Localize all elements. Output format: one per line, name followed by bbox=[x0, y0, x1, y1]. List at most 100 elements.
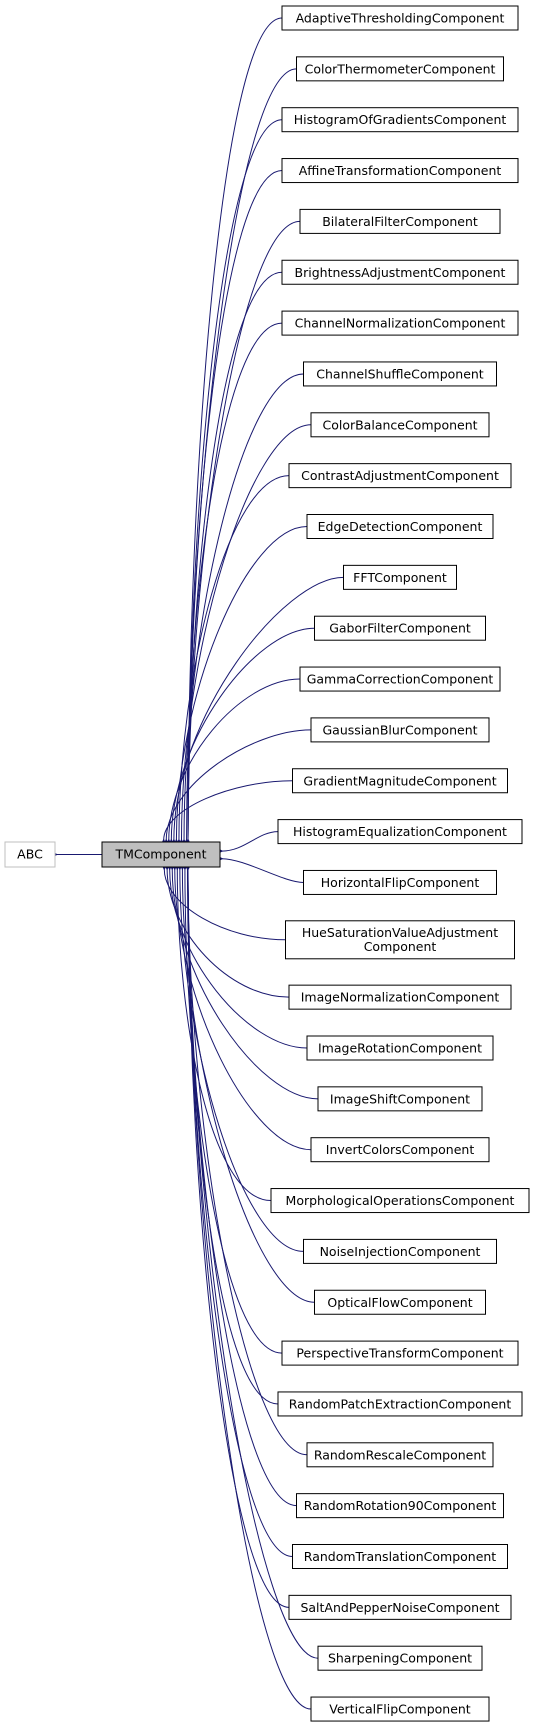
node-salt-and-pepper-noise-component[interactable]: SaltAndPepperNoiseComponent bbox=[288, 1594, 512, 1620]
node-noise-injection-component[interactable]: NoiseInjectionComponent bbox=[303, 1238, 497, 1264]
node-color-balance-component[interactable]: ColorBalanceComponent bbox=[310, 412, 490, 438]
node-horizontal-flip-component-box bbox=[303, 869, 497, 895]
edge-channel-shuffle-component-to-tmcomponent bbox=[184, 373, 304, 840]
node-gaussian-blur-component-box bbox=[310, 717, 490, 743]
node-gradient-magnitude-component-label: GradientMagnitudeComponent bbox=[303, 773, 496, 788]
node-perspective-transform-component[interactable]: PerspectiveTransformComponent bbox=[281, 1340, 519, 1366]
node-random-patch-extraction-component[interactable]: RandomPatchExtractionComponent bbox=[277, 1391, 523, 1417]
node-random-translation-component-label: RandomTranslationComponent bbox=[304, 1549, 497, 1564]
node-channel-shuffle-component[interactable]: ChannelShuffleComponent bbox=[303, 361, 497, 387]
node-color-thermometer-component-label: ColorThermometerComponent bbox=[305, 61, 496, 76]
node-morphological-operations-component-box bbox=[270, 1188, 530, 1214]
node-random-rotation90-component-box bbox=[296, 1493, 504, 1519]
node-contrast-adjustment-component-label: ContrastAdjustmentComponent bbox=[301, 468, 499, 483]
edge-perspective-transform-component-to-tmcomponent bbox=[185, 869, 283, 1354]
node-invert-colors-component[interactable]: InvertColorsComponent bbox=[310, 1137, 490, 1163]
node-image-rotation-component[interactable]: ImageRotationComponent bbox=[306, 1035, 494, 1061]
node-gamma-correction-component-label: GammaCorrectionComponent bbox=[307, 672, 494, 687]
node-histogram-equalization-component[interactable]: HistogramEqualizationComponent bbox=[277, 819, 523, 845]
node-channel-normalization-component[interactable]: ChannelNormalizationComponent bbox=[281, 310, 519, 336]
node-brightness-adjustment-component[interactable]: BrightnessAdjustmentComponent bbox=[281, 259, 519, 285]
node-adaptive-thresholding-component-label: AdaptiveThresholdingComponent bbox=[296, 11, 505, 26]
node-gradient-magnitude-component[interactable]: GradientMagnitudeComponent bbox=[292, 768, 508, 794]
node-sharpening-component-box bbox=[317, 1645, 483, 1671]
node-channel-shuffle-component-box bbox=[303, 361, 497, 387]
node-optical-flow-component-label: OpticalFlowComponent bbox=[327, 1295, 472, 1310]
node-hue-saturation-value-adjustment-component-label-line2: Component bbox=[364, 939, 437, 954]
node-image-rotation-component-box bbox=[306, 1035, 494, 1061]
node-hue-saturation-value-adjustment-component-label: HueSaturationValueAdjustment bbox=[302, 925, 498, 940]
node-contrast-adjustment-component-box bbox=[288, 463, 512, 489]
node-affine-transformation-component[interactable]: AffineTransformationComponent bbox=[281, 158, 519, 184]
node-brightness-adjustment-component-box bbox=[281, 259, 519, 285]
node-gaussian-blur-component[interactable]: GaussianBlurComponent bbox=[310, 717, 490, 743]
node-random-rotation90-component[interactable]: RandomRotation90Component bbox=[296, 1493, 504, 1519]
edge-random-rescale-component-to-tmcomponent bbox=[188, 869, 308, 1456]
node-abc-label: ABC bbox=[17, 847, 43, 862]
edge-sharpening-component-to-tmcomponent bbox=[188, 869, 319, 1659]
node-perspective-transform-component-label: PerspectiveTransformComponent bbox=[296, 1346, 503, 1361]
node-optical-flow-component[interactable]: OpticalFlowComponent bbox=[314, 1289, 486, 1315]
edge-image-rotation-component-to-tmcomponent bbox=[170, 869, 308, 1049]
edge-random-patch-extraction-component-to-tmcomponent bbox=[187, 869, 279, 1405]
node-random-rotation90-component-label: RandomRotation90Component bbox=[304, 1498, 497, 1513]
node-image-shift-component-box bbox=[317, 1086, 483, 1112]
node-gamma-correction-component-box bbox=[299, 666, 501, 692]
edge-color-balance-component-to-tmcomponent bbox=[181, 424, 312, 840]
node-optical-flow-component-box bbox=[314, 1289, 486, 1315]
node-random-rescale-component-label: RandomRescaleComponent bbox=[314, 1447, 486, 1462]
node-random-patch-extraction-component-label: RandomPatchExtractionComponent bbox=[289, 1396, 512, 1411]
edge-image-shift-component-to-tmcomponent bbox=[172, 869, 319, 1100]
node-vertical-flip-component[interactable]: VerticalFlipComponent bbox=[310, 1696, 490, 1722]
node-histogram-of-gradients-component-label: HistogramOfGradientsComponent bbox=[294, 112, 507, 127]
node-random-rescale-component[interactable]: RandomRescaleComponent bbox=[306, 1442, 494, 1468]
node-fft-component-label: FFTComponent bbox=[353, 570, 447, 585]
node-gamma-correction-component[interactable]: GammaCorrectionComponent bbox=[299, 666, 501, 692]
node-noise-injection-component-label: NoiseInjectionComponent bbox=[320, 1244, 481, 1259]
node-tmcomponent[interactable]: TMComponent bbox=[101, 841, 221, 868]
node-color-thermometer-component-box bbox=[296, 56, 504, 82]
node-salt-and-pepper-noise-component-box bbox=[288, 1594, 512, 1620]
edge-vertical-flip-component-to-tmcomponent bbox=[188, 869, 312, 1710]
node-gabor-filter-component[interactable]: GaborFilterComponent bbox=[314, 615, 486, 641]
node-sharpening-component[interactable]: SharpeningComponent bbox=[317, 1645, 483, 1671]
node-horizontal-flip-component[interactable]: HorizontalFlipComponent bbox=[303, 869, 497, 895]
edge-histogram-equalization-component-to-tmcomponent bbox=[222, 831, 279, 851]
node-invert-colors-component-label: InvertColorsComponent bbox=[326, 1142, 475, 1157]
node-image-shift-component[interactable]: ImageShiftComponent bbox=[317, 1086, 483, 1112]
node-abc[interactable]: ABC bbox=[4, 841, 56, 868]
node-edge-detection-component[interactable]: EdgeDetectionComponent bbox=[306, 514, 494, 539]
node-morphological-operations-component[interactable]: MorphologicalOperationsComponent bbox=[270, 1188, 530, 1214]
node-gabor-filter-component-box bbox=[314, 615, 486, 641]
node-vertical-flip-component-box bbox=[310, 1696, 490, 1722]
node-color-thermometer-component[interactable]: ColorThermometerComponent bbox=[296, 56, 504, 82]
node-fft-component-box bbox=[343, 564, 457, 590]
node-image-normalization-component-label: ImageNormalizationComponent bbox=[301, 990, 500, 1005]
node-adaptive-thresholding-component-box bbox=[281, 5, 519, 31]
node-channel-shuffle-component-label: ChannelShuffleComponent bbox=[316, 366, 484, 381]
node-gradient-magnitude-component-box bbox=[292, 768, 508, 794]
node-contrast-adjustment-component[interactable]: ContrastAdjustmentComponent bbox=[288, 463, 512, 489]
edge-hue-saturation-value-adjustment-component-to-tmcomponent bbox=[164, 869, 286, 941]
edge-gaussian-blur-component-to-tmcomponent bbox=[166, 729, 312, 840]
node-edge-detection-component-label: EdgeDetectionComponent bbox=[318, 519, 483, 534]
node-random-patch-extraction-component-box bbox=[277, 1391, 523, 1417]
node-channel-normalization-component-label: ChannelNormalizationComponent bbox=[295, 316, 506, 331]
node-image-normalization-component[interactable]: ImageNormalizationComponent bbox=[288, 984, 512, 1010]
edge-adaptive-thresholding-component-to-tmcomponent bbox=[188, 17, 283, 840]
edge-gradient-magnitude-component-to-tmcomponent bbox=[164, 780, 293, 840]
node-image-normalization-component-box bbox=[288, 984, 512, 1010]
node-histogram-equalization-component-box bbox=[277, 819, 523, 845]
node-hue-saturation-value-adjustment-component-box bbox=[285, 920, 515, 960]
node-affine-transformation-component-box bbox=[281, 158, 519, 184]
edge-salt-and-pepper-noise-component-to-tmcomponent bbox=[188, 869, 290, 1608]
node-bilateral-filter-component-label: BilateralFilterComponent bbox=[322, 214, 478, 229]
node-random-translation-component[interactable]: RandomTranslationComponent bbox=[292, 1544, 508, 1569]
node-histogram-of-gradients-component-box bbox=[281, 107, 519, 133]
node-histogram-equalization-component-label: HistogramEqualizationComponent bbox=[293, 824, 507, 839]
node-histogram-of-gradients-component[interactable]: HistogramOfGradientsComponent bbox=[281, 107, 519, 133]
node-fft-component[interactable]: FFTComponent bbox=[343, 564, 457, 590]
node-adaptive-thresholding-component[interactable]: AdaptiveThresholdingComponent bbox=[281, 5, 519, 31]
node-bilateral-filter-component[interactable]: BilateralFilterComponent bbox=[299, 208, 501, 234]
